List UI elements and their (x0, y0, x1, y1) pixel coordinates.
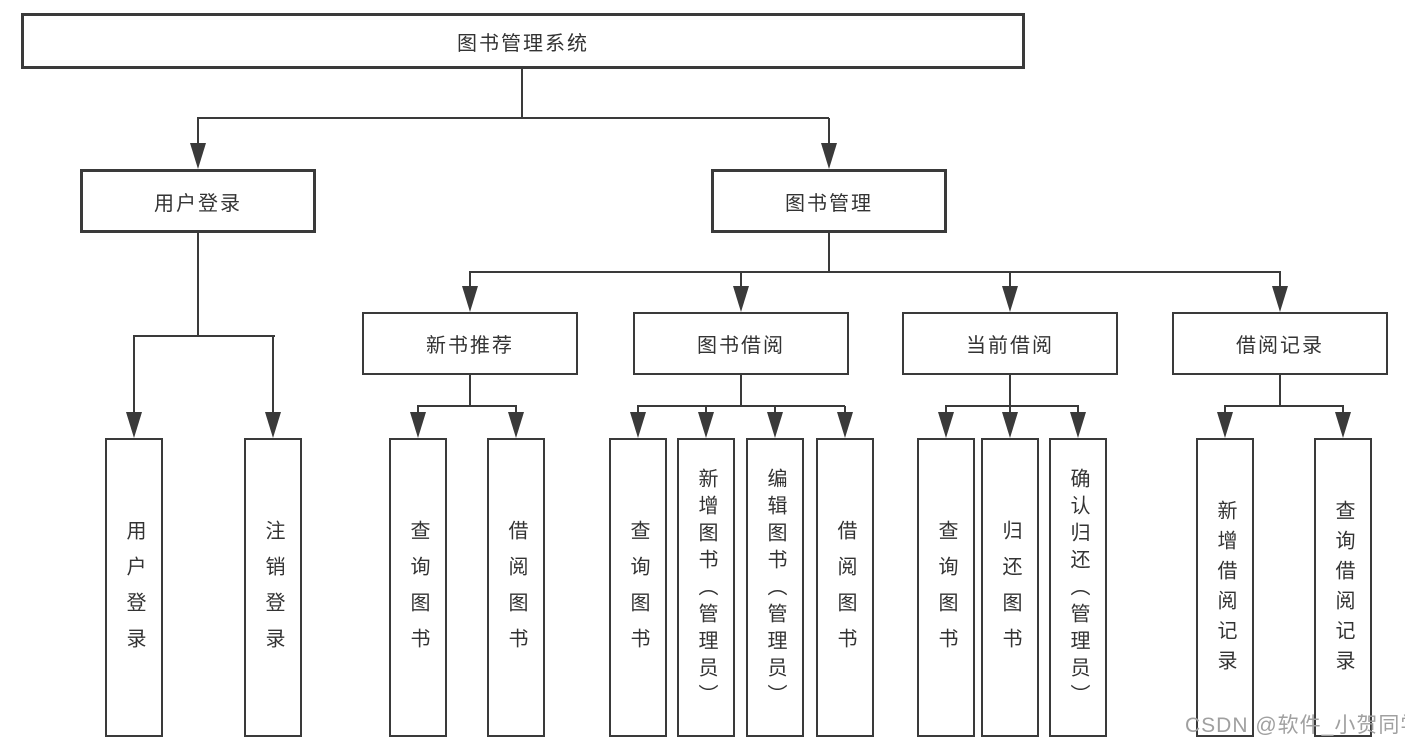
connector-leaf-drop (515, 406, 517, 413)
connector-leaf-drop (1077, 406, 1079, 413)
leaf-query-borrow-record: 查询借阅记录 (1314, 438, 1372, 737)
node-label: 查询图书 (627, 519, 649, 664)
node-label: 当前借阅 (966, 335, 1054, 357)
connector-level3-drop (1009, 272, 1011, 286)
arrow-down-icon (938, 412, 954, 438)
arrow-down-icon (821, 143, 837, 169)
arrow-down-icon (1335, 412, 1351, 438)
arrow-down-icon (733, 286, 749, 312)
connector-book-mgmt-stem (828, 233, 830, 272)
arrow-down-icon (462, 286, 478, 312)
node-label: 查询图书 (407, 519, 429, 664)
leaf-add-books-admin: 新增图书（管理员） (677, 438, 735, 737)
connector-book-mgmt-drop (828, 118, 830, 143)
arrow-down-icon (1272, 286, 1288, 312)
node-label: 查询图书 (935, 519, 957, 664)
connector-leaf-drop (844, 406, 846, 413)
node-label: 确认归还（管理员） (1067, 467, 1089, 711)
connector-leaf-drop (417, 406, 419, 413)
leaf-borrow-books-recommend: 借阅图书 (487, 438, 545, 737)
connector-leaf-drop (272, 336, 274, 412)
arrow-down-icon (1217, 412, 1233, 438)
leaf-query-books-borrowing: 查询图书 (609, 438, 667, 737)
connector-root-branch (197, 117, 829, 119)
leaf-confirm-return-admin: 确认归还（管理员） (1049, 438, 1107, 737)
arrow-down-icon (630, 412, 646, 438)
arrow-down-icon (265, 412, 281, 438)
node-root-library-system: 图书管理系统 (21, 13, 1025, 69)
connector-current-stem (1009, 375, 1011, 406)
node-borrowing-records: 借阅记录 (1172, 312, 1388, 375)
arrow-down-icon (126, 412, 142, 438)
node-current-borrowing: 当前借阅 (902, 312, 1118, 375)
connector-user-login-stem (197, 233, 199, 336)
connector-leaf-drop (1224, 406, 1226, 413)
connector-user-login-branch (133, 335, 275, 337)
arrow-down-icon (410, 412, 426, 438)
node-book-borrowing: 图书借阅 (633, 312, 849, 375)
arrow-down-icon (698, 412, 714, 438)
node-label: 归还图书 (999, 519, 1021, 664)
arrow-down-icon (837, 412, 853, 438)
connector-recommend-branch (417, 405, 517, 407)
connector-borrowing-stem (740, 375, 742, 406)
node-label: 图书借阅 (697, 335, 785, 357)
node-label: 新书推荐 (426, 335, 514, 357)
connector-leaf-drop (133, 336, 135, 412)
connector-leaf-drop (705, 406, 707, 413)
leaf-logout: 注销登录 (244, 438, 302, 737)
connector-book-mgmt-branch (469, 271, 1281, 273)
arrow-down-icon (1002, 412, 1018, 438)
leaf-return-books: 归还图书 (981, 438, 1039, 737)
leaf-query-books-current: 查询图书 (917, 438, 975, 737)
arrow-down-icon (190, 143, 206, 169)
connector-user-login-drop (197, 118, 199, 143)
node-label: 用户登录 (154, 192, 242, 215)
connector-records-stem (1279, 375, 1281, 406)
node-book-management: 图书管理 (711, 169, 947, 233)
node-label: 注销登录 (262, 519, 284, 664)
node-new-book-recommendation: 新书推荐 (362, 312, 578, 375)
node-label: 查询借阅记录 (1332, 500, 1354, 680)
leaf-borrow-books: 借阅图书 (816, 438, 874, 737)
node-label: 借阅图书 (834, 519, 856, 664)
node-label: 借阅记录 (1236, 335, 1324, 357)
connector-level3-drop (740, 272, 742, 286)
leaf-add-borrow-record: 新增借阅记录 (1196, 438, 1254, 737)
connector-records-branch (1224, 405, 1344, 407)
leaf-user-login: 用户登录 (105, 438, 163, 737)
connector-borrowing-branch (637, 405, 845, 407)
node-label: 图书管理系统 (457, 32, 589, 55)
arrow-down-icon (1002, 286, 1018, 312)
connector-level3-drop (1279, 272, 1281, 286)
connector-current-branch (945, 405, 1079, 407)
connector-recommend-stem (469, 375, 471, 406)
arrow-down-icon (508, 412, 524, 438)
arrow-down-icon (767, 412, 783, 438)
arrow-down-icon (1070, 412, 1086, 438)
connector-level3-drop (469, 272, 471, 286)
connector-leaf-drop (774, 406, 776, 413)
connector-leaf-drop (637, 406, 639, 413)
connector-leaf-drop (1009, 406, 1011, 413)
node-label: 新增图书（管理员） (695, 467, 717, 711)
node-label: 新增借阅记录 (1214, 500, 1236, 680)
connector-leaf-drop (1342, 406, 1344, 413)
leaf-query-books-recommend: 查询图书 (389, 438, 447, 737)
leaf-edit-books-admin: 编辑图书（管理员） (746, 438, 804, 737)
connector-leaf-drop (945, 406, 947, 413)
node-user-login: 用户登录 (80, 169, 316, 233)
connector-root-stem (521, 69, 523, 118)
node-label: 图书管理 (785, 192, 873, 215)
node-label: 编辑图书（管理员） (764, 467, 786, 711)
node-label: 用户登录 (123, 519, 145, 664)
node-label: 借阅图书 (505, 519, 527, 664)
csdn-watermark: CSDN @软件_小贺同学 (1185, 714, 1405, 737)
